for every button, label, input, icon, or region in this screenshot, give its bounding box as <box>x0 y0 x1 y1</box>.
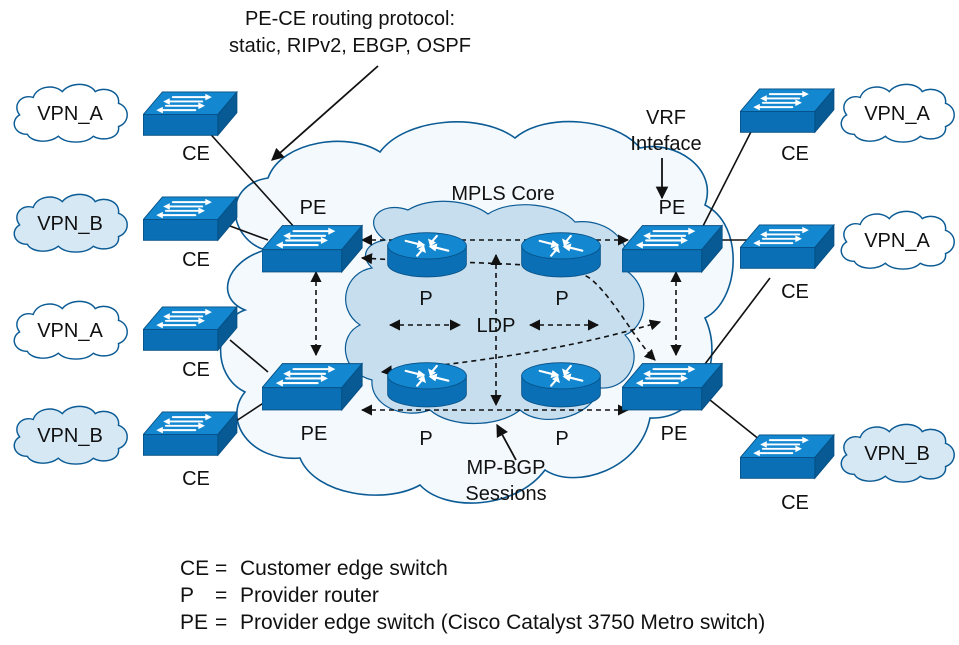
ce-label: CE <box>182 468 210 490</box>
vpn-label: VPN_B <box>864 443 930 465</box>
vpn-cloud-left-1: VPN_A <box>13 83 128 143</box>
legend-text: Customer edge switch <box>240 557 448 580</box>
vpn-label: VPN_A <box>37 320 103 342</box>
p-label: P <box>555 428 568 450</box>
legend-text: Provider edge switch (Cisco Catalyst 375… <box>240 611 765 634</box>
vpn-cloud-right-1: VPN_A <box>840 83 955 143</box>
ce-switch-right-2 <box>740 223 835 270</box>
vpn-cloud-left-2: VPN_B <box>13 193 128 253</box>
link-ce2-pe <box>229 225 269 241</box>
pe-label: PE <box>300 197 327 219</box>
legend-abbr: PE <box>180 611 208 634</box>
vpn-cloud-right-2: VPN_A <box>840 210 955 270</box>
vpn-label: VPN_A <box>37 103 103 125</box>
p-router-top-right <box>520 231 602 279</box>
pe-switch-bottom-right <box>622 362 724 411</box>
link-pe-ce5 <box>699 117 759 233</box>
pe-switch-top-left <box>262 224 364 273</box>
mpbgp-label-line1: MP-BGP <box>467 457 546 479</box>
pe-switch-bottom-left <box>262 362 364 411</box>
p-label: P <box>419 288 432 310</box>
p-label: P <box>555 288 568 310</box>
mpls-core-label: MPLS Core <box>451 183 554 205</box>
pe-switch-top-right <box>622 224 724 273</box>
p-router-bottom-right <box>520 361 602 409</box>
vpn-cloud-right-3: VPN_B <box>840 423 955 483</box>
ce-switch-left-3 <box>143 305 238 352</box>
vpn-label: VPN_B <box>37 213 103 235</box>
ce-label: CE <box>182 249 210 271</box>
ce-switch-right-3 <box>740 433 835 480</box>
legend-abbr: CE <box>180 557 209 580</box>
dashed-mpbgp-diag2 <box>380 319 662 377</box>
ce-label: CE <box>182 359 210 381</box>
legend-sep: = <box>215 611 227 634</box>
ce-switch-left-1 <box>143 90 238 137</box>
protocol-annotation-line1: PE-CE routing protocol: <box>245 8 455 30</box>
vrf-annotation-line2: Inteface <box>630 133 701 155</box>
pe-label: PE <box>659 197 686 219</box>
link-pe-ce6b <box>704 277 771 365</box>
vpn-label: VPN_B <box>37 425 103 447</box>
ce-label: CE <box>781 143 809 165</box>
legend-abbr: P <box>180 584 194 607</box>
legend-sep: = <box>215 584 227 607</box>
legend-sep: = <box>215 557 227 580</box>
mpbgp-label-line2: Sessions <box>465 483 546 505</box>
vpn-label: VPN_A <box>864 103 930 125</box>
link-ce3-pe <box>229 339 269 373</box>
ce-switch-right-1 <box>740 87 835 134</box>
ce-switch-left-4 <box>143 410 238 457</box>
vpn-cloud-left-3: VPN_A <box>13 300 128 360</box>
protocol-arrow <box>271 65 379 161</box>
ce-label: CE <box>781 281 809 303</box>
pe-label: PE <box>661 423 688 445</box>
p-router-top-left <box>386 231 468 279</box>
pe-label: PE <box>301 423 328 445</box>
p-router-bottom-left <box>386 361 468 409</box>
legend: CE = Customer edge switch P = Provider r… <box>180 557 765 634</box>
link-ce1-pe <box>204 127 296 229</box>
legend-text: Provider router <box>240 584 379 607</box>
protocol-annotation-line2: static, RIPv2, EBGP, OSPF <box>229 35 471 57</box>
vpn-cloud-left-4: VPN_B <box>13 405 128 465</box>
vpn-label: VPN_A <box>864 230 930 252</box>
mpbgp-arrow <box>496 423 517 461</box>
ce-label: CE <box>781 492 809 514</box>
ldp-label: LDP <box>477 315 516 337</box>
vrf-annotation-line1: VRF <box>646 107 686 129</box>
ce-label: CE <box>182 143 210 165</box>
ce-switch-left-2 <box>143 195 238 242</box>
p-label: P <box>419 428 432 450</box>
